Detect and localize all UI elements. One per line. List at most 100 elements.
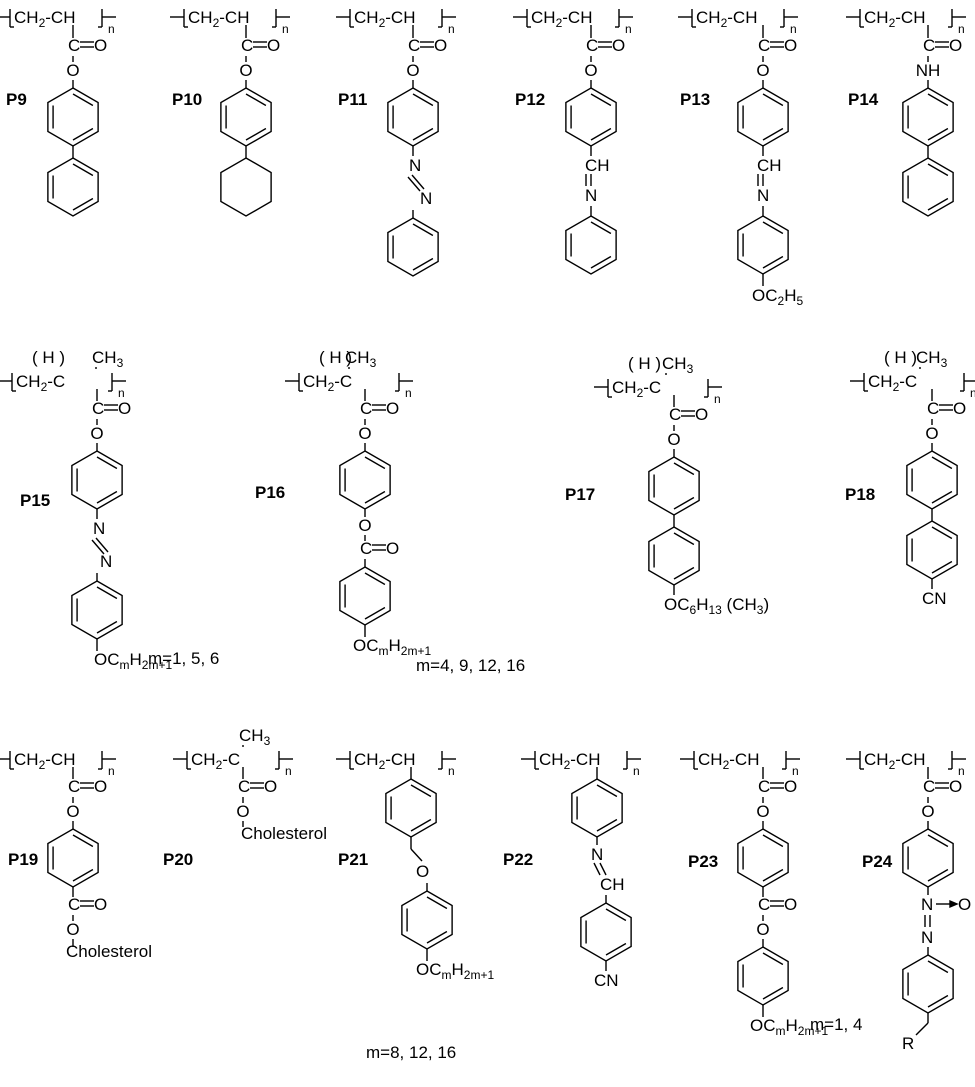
repeat-subscript: n xyxy=(448,764,455,778)
polymer-label: P16 xyxy=(255,483,285,502)
bond xyxy=(762,952,784,966)
backbone-label: CH2-CH xyxy=(698,750,759,772)
oxygen-label: O xyxy=(949,36,962,55)
terminal-group-label: CN xyxy=(594,971,619,990)
bond xyxy=(931,490,953,504)
carbon-label: C xyxy=(92,399,104,418)
bond xyxy=(96,456,118,470)
subscript: 3 xyxy=(687,362,694,376)
polymer-label: P20 xyxy=(163,850,193,869)
linker-label: O xyxy=(66,802,79,821)
methyl-label: CH3 xyxy=(92,348,124,370)
bond xyxy=(590,93,612,107)
cyclohexane-ring xyxy=(220,157,272,217)
oxygen-label: O xyxy=(958,895,971,914)
benzene-ring xyxy=(47,828,99,888)
bond xyxy=(927,834,949,848)
bond xyxy=(931,456,953,470)
oxygen-label: O xyxy=(953,399,966,418)
polymer-label: P12 xyxy=(515,90,545,109)
linker-label: O xyxy=(756,61,769,80)
polymer-label: P24 xyxy=(862,852,893,871)
m-values-note: m=4, 9, 12, 16 xyxy=(416,656,525,675)
benzene-ring xyxy=(737,828,789,888)
segment: H xyxy=(452,960,464,979)
methine-label: CH xyxy=(585,156,610,175)
benzene-ring xyxy=(387,87,439,147)
benzene-ring xyxy=(71,580,123,640)
subscript: m xyxy=(776,1024,786,1038)
benzene-ring xyxy=(571,778,623,838)
terminal-group-label: OC2H5 xyxy=(752,286,803,308)
bond xyxy=(72,868,94,882)
polymer-label: P10 xyxy=(172,90,202,109)
m-values-note: m=1, 5, 6 xyxy=(148,649,219,668)
repeat-subscript: n xyxy=(714,392,721,406)
backbone-label: CH2-C xyxy=(16,372,65,394)
oxygen-label: O xyxy=(695,405,708,424)
segment: OC xyxy=(94,650,120,669)
benzene-ring xyxy=(580,902,632,962)
segment: CN xyxy=(594,971,619,990)
bond xyxy=(590,255,612,269)
oxygen-label: O xyxy=(784,36,797,55)
bond xyxy=(364,606,386,620)
bond xyxy=(762,93,784,107)
bond xyxy=(605,942,627,956)
polymer-label: P11 xyxy=(338,90,367,109)
backbone-label: CH2-CH xyxy=(14,8,75,30)
nitrogen-label: N xyxy=(100,552,112,571)
oxygen-label: O xyxy=(94,777,107,796)
benzene-ring xyxy=(47,87,99,147)
methyl-label: CH3 xyxy=(345,348,377,370)
benzene-ring xyxy=(220,87,272,147)
segment: -CH xyxy=(219,8,249,27)
backbone-label: CH2-CH xyxy=(188,8,249,30)
repeat-subscript: n xyxy=(633,764,640,778)
segment: H xyxy=(389,636,401,655)
bond xyxy=(72,163,94,177)
benzene-ring xyxy=(385,778,437,838)
bond xyxy=(762,127,784,141)
subscript: 2 xyxy=(637,386,644,400)
carbon-label: C xyxy=(758,895,770,914)
segment: -CH xyxy=(570,750,600,769)
segment: OC xyxy=(752,286,778,305)
subscript: 2 xyxy=(39,16,46,30)
benzene-ring xyxy=(648,456,700,516)
benzene-ring xyxy=(47,157,99,217)
segment: CH xyxy=(698,750,723,769)
nitrogen-label: N xyxy=(585,186,597,205)
bond xyxy=(673,532,695,546)
backbone-label: CH2-CH xyxy=(354,750,415,772)
bond xyxy=(410,784,432,798)
benzene-ring xyxy=(902,828,954,888)
subscript: 3 xyxy=(117,356,124,370)
subscript: 3 xyxy=(941,356,948,370)
linker-label: O xyxy=(584,61,597,80)
segment: OC xyxy=(353,636,379,655)
segment: -C xyxy=(899,372,917,391)
bond xyxy=(245,127,267,141)
benzene-ring xyxy=(339,566,391,626)
benzene-ring xyxy=(648,526,700,586)
terminal-group-label: CN xyxy=(922,589,947,608)
carbon-label: C xyxy=(408,36,420,55)
carbon-label: C xyxy=(360,399,372,418)
linker-label: O xyxy=(90,424,103,443)
segment: CH xyxy=(188,8,213,27)
polymer-label: P9 xyxy=(6,90,27,109)
segment: -CH xyxy=(385,750,415,769)
arrow-head xyxy=(949,899,959,909)
subscript: 3 xyxy=(370,356,377,370)
polymer-label: P13 xyxy=(680,90,710,109)
segment: CH xyxy=(354,8,379,27)
terminal-group-label: OC6H13 (CH3) xyxy=(664,595,769,617)
bond xyxy=(762,834,784,848)
segment: Cholesterol xyxy=(66,942,152,961)
